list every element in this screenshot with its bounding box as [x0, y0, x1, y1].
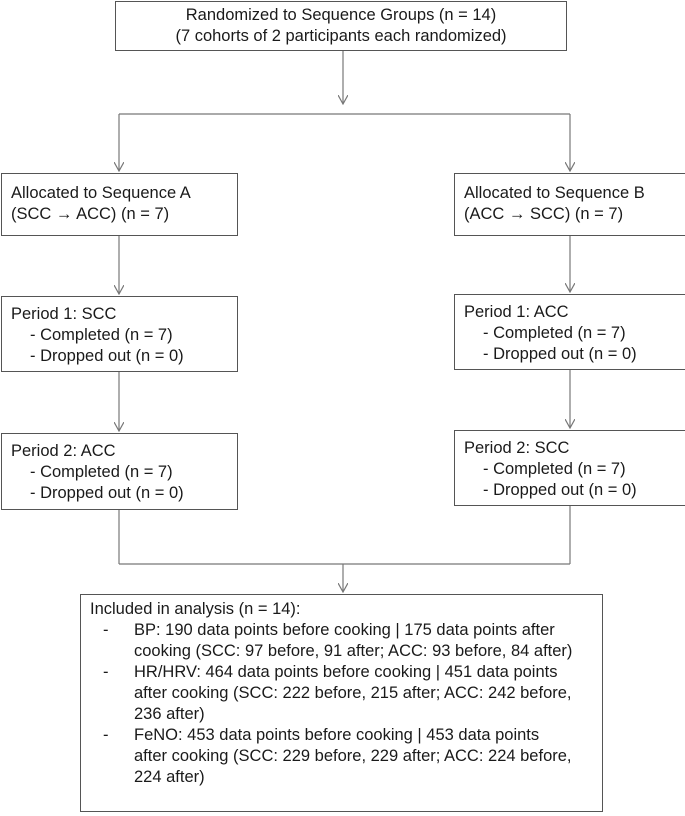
sequence-b-period-1-completed: - Completed (n = 7): [483, 324, 626, 342]
randomization-line-2: (7 cohorts of 2 participants each random…: [175, 27, 507, 45]
sequence-b-allocation-box: Allocated to Sequence B (ACC → SCC) (n =…: [454, 173, 685, 236]
sequence-b-period-2-box: Period 2: SCC - Completed (n = 7) - Drop…: [454, 430, 685, 506]
sequence-b-allocation-line-2: (ACC → SCC) (n = 7): [464, 205, 624, 223]
sequence-b-period-1-title: Period 1: ACC: [464, 303, 569, 321]
analysis-item-feno: - FeNO: 453 data points before cooking |…: [90, 725, 602, 788]
analysis-box: Included in analysis (n = 14): - BP: 190…: [80, 594, 603, 812]
sequence-a-period-1-completed: - Completed (n = 7): [30, 326, 173, 344]
sequence-b-period-2-title: Period 2: SCC: [464, 439, 570, 457]
sequence-a-period-2-title: Period 2: ACC: [11, 442, 116, 460]
analysis-item-hr: - HR/HRV: 464 data points before cooking…: [90, 662, 602, 725]
sequence-a-period-1-box: Period 1: SCC - Completed (n = 7) - Drop…: [1, 296, 238, 372]
sequence-b-allocation-line-1: Allocated to Sequence B: [464, 184, 645, 202]
sequence-b-period-2-dropped: - Dropped out (n = 0): [483, 481, 637, 499]
sequence-b-period-2-completed: - Completed (n = 7): [483, 460, 626, 478]
sequence-b-period-1-dropped: - Dropped out (n = 0): [483, 345, 637, 363]
sequence-a-period-2-dropped: - Dropped out (n = 0): [30, 484, 184, 502]
sequence-a-period-2-box: Period 2: ACC - Completed (n = 7) - Drop…: [1, 433, 238, 510]
sequence-a-allocation-line-2: (SCC → ACC) (n = 7): [11, 205, 170, 223]
bullet-dash: -: [103, 663, 109, 681]
bullet-dash: -: [103, 726, 109, 744]
analysis-title: Included in analysis (n = 14):: [90, 600, 301, 618]
randomization-line-1: Randomized to Sequence Groups (n = 14): [185, 6, 497, 24]
sequence-b-period-1-box: Period 1: ACC - Completed (n = 7) - Drop…: [454, 294, 685, 370]
analysis-feno-text: FeNO: 453 data points before cooking | 4…: [134, 726, 572, 786]
sequence-a-allocation-line-1: Allocated to Sequence A: [11, 184, 191, 202]
bullet-dash: -: [103, 621, 109, 639]
sequence-a-period-2-completed: - Completed (n = 7): [30, 463, 173, 481]
randomization-box: Randomized to Sequence Groups (n = 14) (…: [115, 1, 567, 51]
sequence-a-period-1-title: Period 1: SCC: [11, 305, 117, 323]
analysis-item-bp: - BP: 190 data points before cooking | 1…: [90, 620, 602, 662]
sequence-a-allocation-box: Allocated to Sequence A (SCC → ACC) (n =…: [1, 173, 238, 236]
analysis-bp-text: BP: 190 data points before cooking | 175…: [134, 621, 573, 660]
sequence-a-period-1-dropped: - Dropped out (n = 0): [30, 347, 184, 365]
analysis-hr-text: HR/HRV: 464 data points before cooking |…: [134, 663, 572, 723]
